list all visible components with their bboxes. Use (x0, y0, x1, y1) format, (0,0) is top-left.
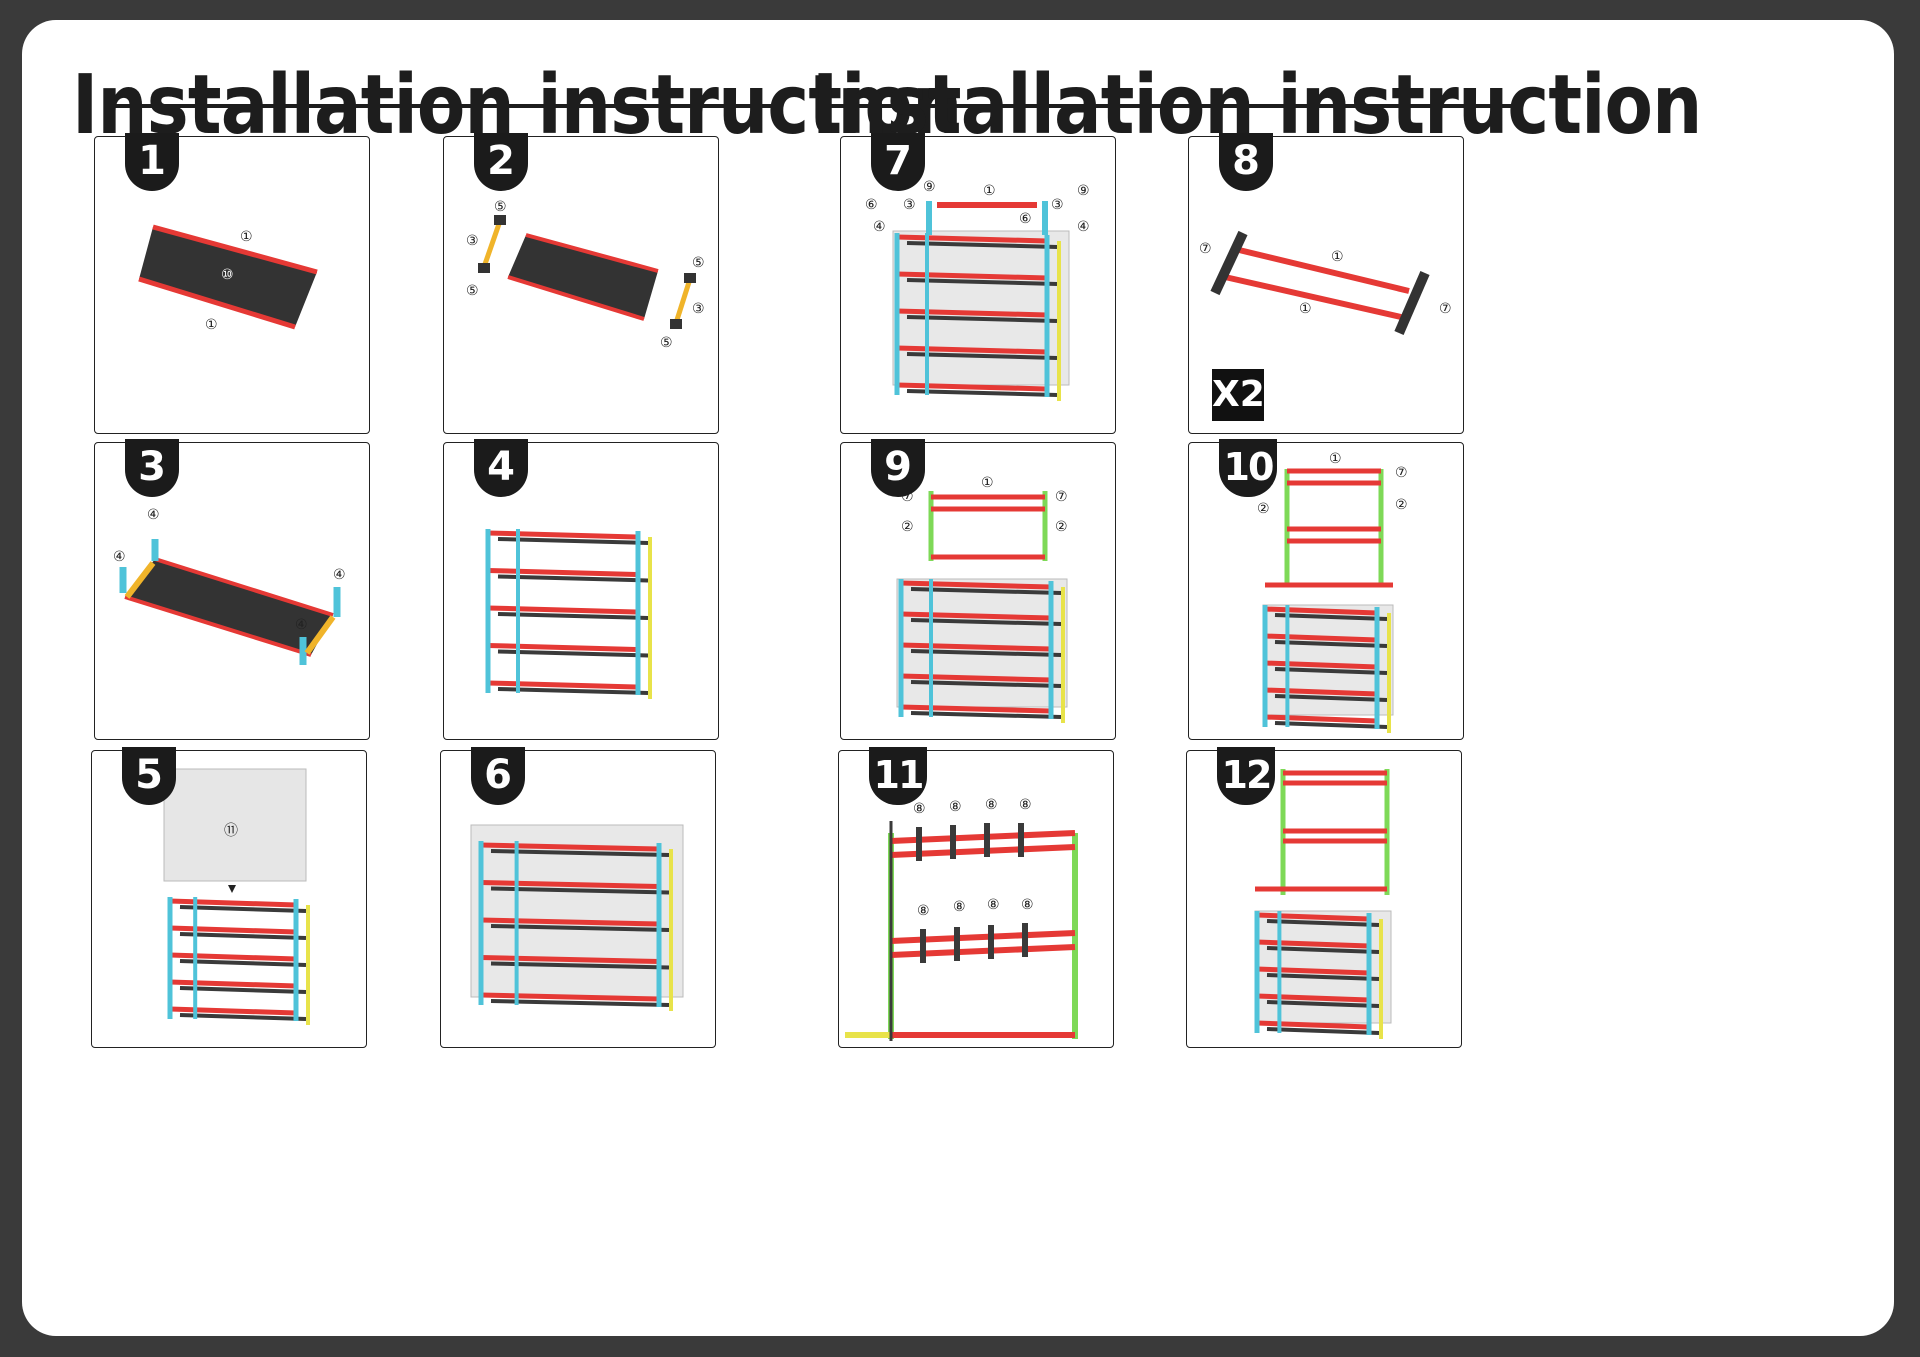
step-number-badge: 11 (869, 747, 927, 805)
step-number-badge: 12 (1217, 747, 1275, 805)
part-label: ⑧ (985, 797, 998, 813)
part-label: ① (981, 475, 994, 491)
title-underline-left (106, 104, 774, 108)
part-label: ⑩ (221, 267, 234, 283)
part-label: ① (240, 229, 253, 245)
part-label: ① (1299, 301, 1312, 317)
step-number-badge: 2 (474, 133, 528, 191)
step-12-panel: 12 (1186, 747, 1462, 1048)
step-6-panel: 6 (440, 747, 716, 1048)
part-label: ⑧ (953, 899, 966, 915)
part-label: ④ (873, 219, 886, 235)
part-label: ④ (147, 507, 160, 523)
part-label: ⑧ (1019, 797, 1032, 813)
step-11-panel: ⑧ ⑧ ⑧ ⑧ ⑧ ⑧ ⑧ ⑧ 11 (838, 747, 1114, 1048)
part-label: ⑥ (1019, 211, 1032, 227)
shelf-connectors-diagram: ⑤ ③ ⑤ ⑤ ③ ⑤ (466, 199, 705, 351)
step-number-badge: 4 (474, 439, 528, 497)
part-label: ① (1329, 451, 1342, 467)
covered-rack-diagram (470, 824, 684, 1011)
part-label: ⑧ (949, 799, 962, 815)
step-number-badge: 8 (1219, 133, 1273, 191)
part-label: ⑧ (917, 903, 930, 919)
part-label: ⑤ (494, 199, 507, 215)
step-number-badge: 10 (1219, 439, 1277, 497)
quantity-badge: X2 (1212, 369, 1265, 421)
step-number-badge: 3 (125, 439, 179, 497)
step-5-panel: ⑪ 5 (91, 747, 367, 1048)
hook-bar-frame-diagram: ⑦ ① ① ⑦ (1199, 230, 1452, 335)
step-3-panel: ④ ④ ④ ④ 3 (94, 439, 370, 740)
part-label: ② (1395, 497, 1408, 513)
part-label: ⑧ (1021, 897, 1034, 913)
top-frame-diagram: ⑥ ⑨ ③ ④ ① ⑥ ③ ⑨ ④ (865, 179, 1090, 401)
legs-attached-diagram: ④ ④ ④ ④ (113, 507, 346, 665)
part-label: ④ (333, 567, 346, 583)
hooks-attached-diagram: ⑧ ⑧ ⑧ ⑧ ⑧ ⑧ ⑧ ⑧ (845, 797, 1078, 1041)
step-9-panel: ① ⑦ ⑦ ② ② 9 (840, 439, 1116, 740)
step-number-badge: 6 (471, 747, 525, 805)
part-label: ⑦ (1055, 489, 1068, 505)
upright-frame-diagram: ① ⑦ ⑦ ② ② (896, 475, 1068, 723)
part-label: ② (1055, 519, 1068, 535)
part-label: ⑦ (1439, 301, 1452, 317)
step-number-badge: 9 (871, 439, 925, 497)
part-label: ⑦ (1395, 465, 1408, 481)
part-label: ③ (466, 233, 479, 249)
part-label: ⑤ (660, 335, 673, 351)
part-label: ④ (295, 617, 308, 633)
part-label: ④ (1077, 219, 1090, 235)
step-1-panel: ① ⑩ ① 1 (94, 133, 370, 434)
step-number-badge: 1 (125, 133, 179, 191)
part-label: ④ (113, 549, 126, 565)
part-label: ⑧ (913, 801, 926, 817)
cover-fitting-diagram: ⑪ (163, 768, 310, 1025)
step-8-panel: ⑦ ① ① ⑦ 8 X2 (1188, 133, 1464, 434)
part-label: ⑤ (692, 255, 705, 271)
part-label: ⑦ (1199, 241, 1212, 257)
step-4-panel: 4 (443, 439, 719, 740)
upper-frame-diagram: ① ⑦ ⑦ ② ② (1257, 451, 1408, 733)
part-label: ⑨ (923, 179, 936, 195)
step-2-panel: ⑤ ③ ⑤ ⑤ ③ ⑤ 2 (443, 133, 719, 434)
shelf-board-diagram: ① ⑩ ① (138, 224, 318, 333)
part-label: ② (901, 519, 914, 535)
finished-stand-diagram (1254, 769, 1392, 1039)
title-underline-right (822, 104, 1512, 108)
part-label: ① (983, 183, 996, 199)
step-10-panel: ① ⑦ ⑦ ② ② 10 (1188, 439, 1464, 740)
part-label: ① (205, 317, 218, 333)
part-label: ⑧ (987, 897, 1000, 913)
part-label: ⑥ (865, 197, 878, 213)
rack-assembled-diagram (485, 529, 652, 699)
part-label: ② (1257, 501, 1270, 517)
step-number-badge: 5 (122, 747, 176, 805)
part-label: ③ (903, 197, 916, 213)
part-label: ⑤ (466, 283, 479, 299)
part-label: ⑨ (1077, 183, 1090, 199)
step-7-panel: ⑥ ⑨ ③ ④ ① ⑥ ③ ⑨ ④ 7 (840, 133, 1116, 434)
part-label: ① (1331, 249, 1344, 265)
step-number-badge: 7 (871, 133, 925, 191)
part-label: ⑪ (224, 823, 238, 839)
instruction-sheet: Installation instruction Installation in… (22, 20, 1894, 1336)
part-label: ③ (1051, 197, 1064, 213)
part-label: ③ (692, 301, 705, 317)
